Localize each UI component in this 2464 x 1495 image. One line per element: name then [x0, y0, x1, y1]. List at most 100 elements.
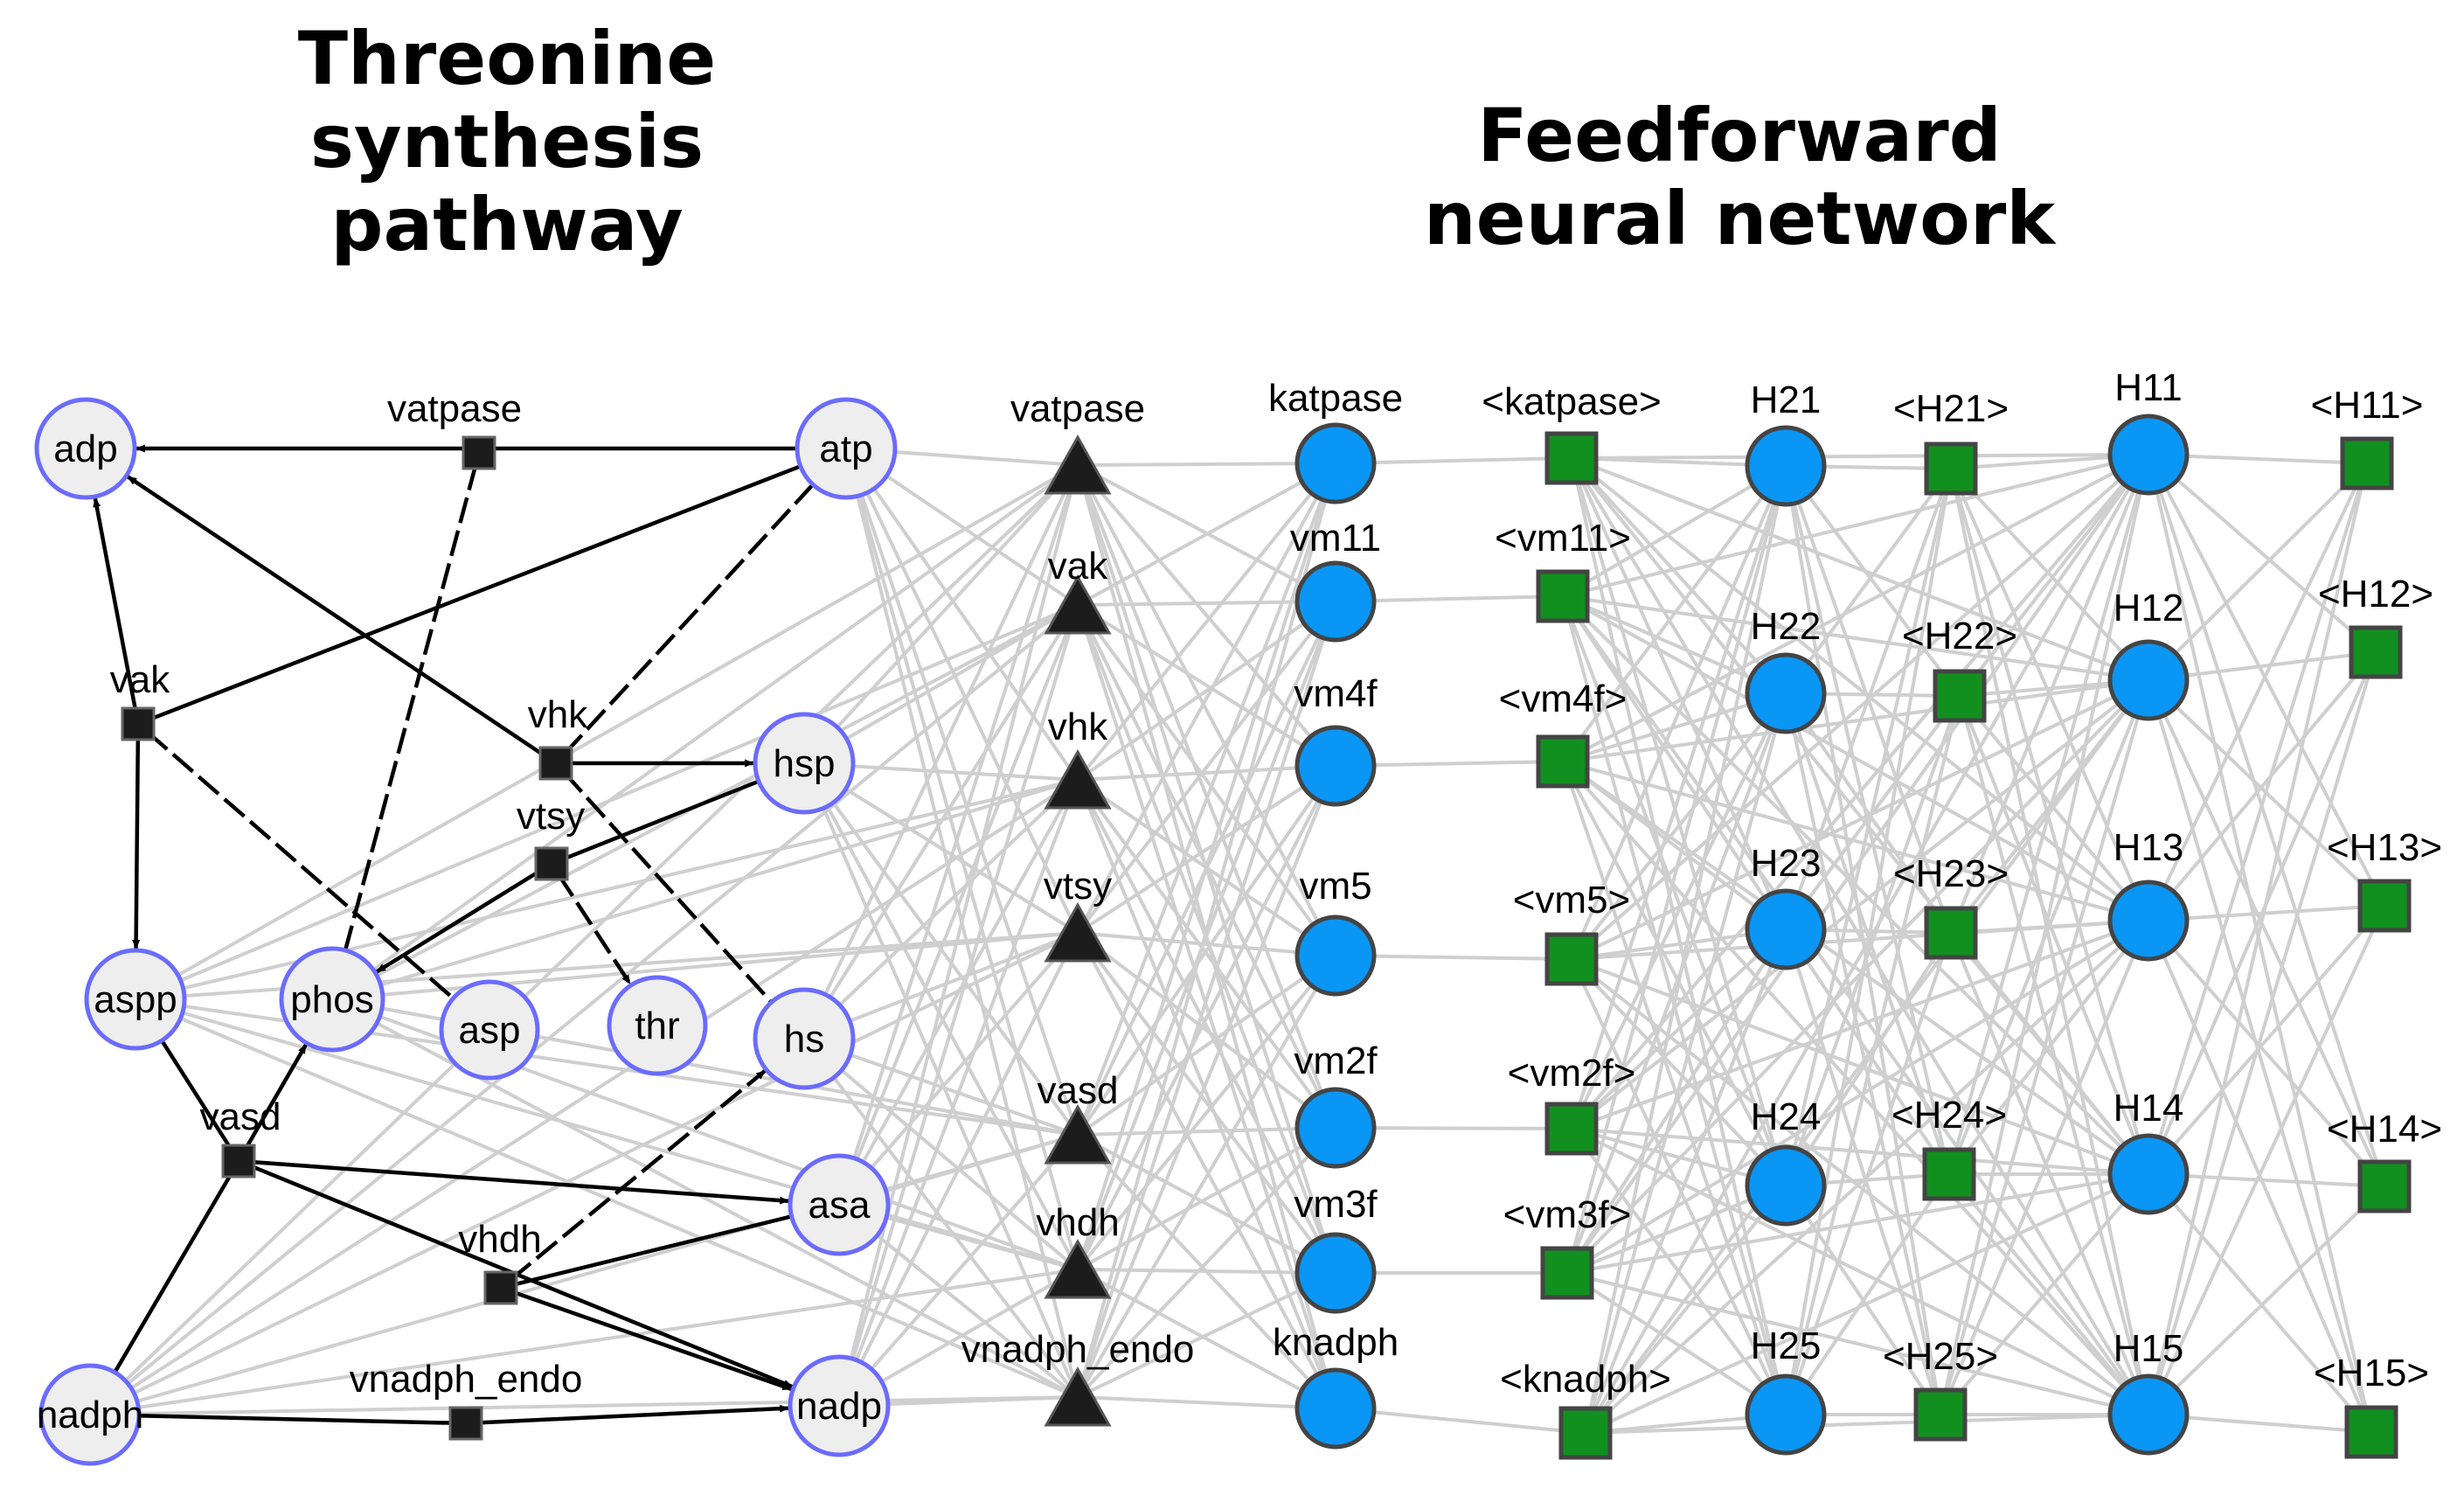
metabolite-node-asp: asp [439, 979, 540, 1081]
box-label: <vm4f> [1499, 678, 1628, 720]
network-edge [2147, 462, 2369, 682]
network-edge [1562, 453, 2149, 598]
reaction-label: vatpase [387, 387, 522, 430]
network-edge [1076, 954, 1337, 1137]
network-edge [2147, 679, 2386, 1187]
network-edge [1076, 600, 1337, 782]
reaction-square [462, 435, 496, 470]
neuron-label: H13 [2113, 826, 2184, 869]
reaction-label: vnadph_endo [350, 1358, 583, 1401]
network-edge [1077, 1271, 1336, 1399]
reaction-square [448, 1406, 483, 1441]
network-edge [1571, 919, 2149, 1130]
neuron-circle [1294, 725, 1377, 807]
triangle-shape [1044, 901, 1112, 963]
neuron-circle [1294, 914, 1377, 997]
neuron-circle [1294, 1367, 1377, 1450]
triangle-node-vnadph-endo: vnadph_endo [961, 1328, 1194, 1427]
network-edge [802, 463, 1079, 765]
neuron-label: katpase [1268, 377, 1403, 420]
hidden1-node-h11: H11 [2107, 366, 2190, 496]
output-box-h11: <H11> [2311, 384, 2423, 490]
triangle-shape [1044, 1103, 1112, 1165]
metabolite-label: hs [784, 1018, 824, 1060]
metabolite-circle [38, 1363, 142, 1466]
neuron-label: H21 [1751, 379, 1822, 421]
output-box-h13: <H13> [2327, 826, 2442, 933]
edge-vak-atp [149, 464, 802, 722]
box-square [1544, 932, 1599, 986]
triangle-label: vtsy [1044, 865, 1112, 907]
network-edge [1562, 760, 2149, 922]
neuron-circle [1294, 422, 1377, 504]
box-label: <vm11> [1495, 517, 1631, 560]
network-edge [1562, 453, 2149, 763]
network-edge [1561, 760, 2150, 1176]
neuron-circle [1745, 1373, 1827, 1456]
box-label: <H13> [2327, 826, 2442, 869]
network-edge [1077, 931, 1336, 957]
metabolite-node-atp: atp [795, 397, 898, 500]
edge-vasd-nadp [249, 1164, 794, 1389]
box-square [1536, 569, 1590, 623]
metabolite-label: thr [635, 1005, 679, 1047]
edge-hsp-vtsy [562, 779, 760, 861]
network-edge [1784, 931, 1953, 1187]
network-edge [1076, 462, 1337, 1270]
neuron-label: H11 [2114, 366, 2182, 409]
neuron-label: H12 [2113, 587, 2184, 629]
input-node-vm3f: vm3f [1294, 1183, 1378, 1314]
box-label: <H23> [1893, 852, 2009, 895]
metabolite-node-hs: hs [753, 987, 856, 1090]
network-edge [1076, 954, 1337, 1399]
triangle-node-vak: vak [1044, 545, 1112, 635]
reaction-label: vhk [528, 693, 588, 736]
reaction-square [538, 746, 573, 781]
reaction-label: vak [110, 658, 170, 701]
hidden1-node-h13: H13 [2107, 826, 2190, 962]
box-square [1558, 1406, 1613, 1460]
network-edge [1570, 957, 2150, 1416]
network-edge [1076, 778, 1337, 1130]
neuron-label: vm11 [1290, 517, 1381, 560]
network-edge [331, 778, 1079, 1001]
input-box-vm11: <vm11> [1495, 517, 1631, 623]
neuron-circle [1294, 1232, 1377, 1314]
input-box-vm5: <vm5> [1513, 879, 1631, 986]
metabolite-label: atp [819, 428, 872, 470]
network-edge [1565, 919, 2150, 1275]
box-label: <vm2f> [1508, 1052, 1636, 1095]
reaction-square [121, 706, 156, 741]
neuron-label: H25 [1751, 1325, 1822, 1367]
metabolite-label: phos [290, 978, 373, 1021]
network-edge [1584, 454, 2150, 1434]
network-edge [802, 464, 1079, 1040]
box-label: <H12> [2318, 573, 2433, 615]
hidden2-node-h21: H21 [1745, 379, 1827, 507]
edge-vtsy-thr [556, 873, 632, 985]
hidden2-box-h23: <H23> [1893, 852, 2009, 960]
metabolite-label: asp [459, 1009, 521, 1052]
network-edge [802, 1037, 1079, 1271]
network-edge [1076, 931, 1337, 1130]
network-edge [2147, 679, 2373, 1433]
network-edge [2147, 905, 2386, 1415]
network-edge [1958, 695, 2150, 1175]
network-edge [135, 463, 1079, 1001]
network-edge [1570, 692, 1787, 961]
triangle-shape [1044, 1366, 1112, 1427]
metabolite-label: adp [53, 428, 117, 470]
reaction-label: vhdh [458, 1218, 541, 1261]
box-square [2340, 436, 2394, 490]
input-box-katpase: <katpase> [1482, 380, 1662, 485]
box-label: <H22> [1902, 615, 2017, 657]
metabolite-circle [607, 975, 708, 1076]
box-label: <vm5> [1513, 879, 1631, 921]
network-edge [1571, 678, 2149, 961]
neuron-circle [2107, 1133, 2190, 1215]
triangle-node-vtsy: vtsy [1044, 865, 1112, 963]
network-edge [1939, 1172, 2150, 1416]
network-edge [1584, 1184, 1787, 1435]
network-edge [88, 463, 1079, 1416]
box-square [1536, 734, 1590, 789]
